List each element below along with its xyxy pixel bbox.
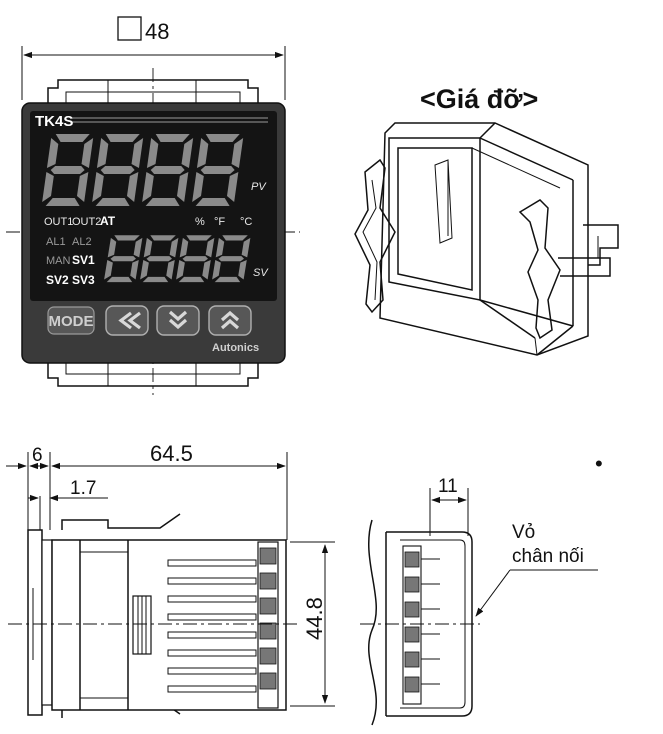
double-chevron-left-icon xyxy=(118,311,141,330)
svg-text:MODE: MODE xyxy=(49,313,94,330)
dimension-bezel: 1.7 xyxy=(70,478,96,499)
dimension-depth: 64.5 xyxy=(150,441,193,466)
up-button[interactable] xyxy=(208,305,252,336)
indicator-sv1: SV1 xyxy=(72,253,95,267)
socket-label-line2: chân nối xyxy=(512,546,584,567)
indicator-out2: OUT2 xyxy=(72,216,101,228)
socket-terminals xyxy=(402,545,440,705)
indicator-al1: AL1 xyxy=(46,236,66,248)
display-window xyxy=(30,111,277,301)
bottom-mounting-clip xyxy=(47,362,259,387)
brand-label: Autonics xyxy=(212,342,259,354)
bracket-title: <Giá đỡ> xyxy=(420,84,538,114)
socket-cover-view: • 11 xyxy=(360,451,603,726)
indicator-sv3: SV3 xyxy=(72,273,95,287)
bullet-mark: • xyxy=(595,451,603,476)
indicator-percent: % xyxy=(195,216,205,228)
double-chevron-down-icon xyxy=(168,310,188,330)
indicator-man: MAN xyxy=(46,255,71,267)
dimension-height: 44.8 xyxy=(302,597,327,640)
square-symbol-icon xyxy=(117,16,142,41)
dimension-width-value: 48 xyxy=(145,19,169,44)
front-view: 48 TK4S PV xyxy=(6,16,300,395)
side-view: 6 64.5 1.7 xyxy=(6,441,335,718)
indicator-out1: OUT1 xyxy=(44,216,73,228)
pv-label: PV xyxy=(251,181,267,193)
top-mounting-clip xyxy=(47,79,259,104)
vent-slots xyxy=(167,559,257,693)
indicator-at: AT xyxy=(100,214,116,228)
indicator-deg-c: °C xyxy=(240,216,252,228)
socket-label-line1: Vỏ xyxy=(512,522,535,543)
shift-left-button[interactable] xyxy=(105,305,149,336)
dimension-width: 48 xyxy=(21,16,286,100)
indicator-al2: AL2 xyxy=(72,236,92,248)
terminal-block xyxy=(257,541,279,709)
down-button[interactable] xyxy=(156,305,200,336)
indicator-deg-f: °F xyxy=(214,216,225,228)
model-label: TK4S xyxy=(35,113,73,130)
mode-button[interactable]: MODE xyxy=(47,306,95,335)
dimension-terminal: 11 xyxy=(438,476,458,497)
sv-label: SV xyxy=(253,267,269,279)
bracket-view: <Giá đỡ> xyxy=(354,84,619,356)
double-chevron-up-icon xyxy=(220,310,240,330)
indicator-sv2: SV2 xyxy=(46,273,69,287)
dimension-front: 6 xyxy=(32,445,43,466)
